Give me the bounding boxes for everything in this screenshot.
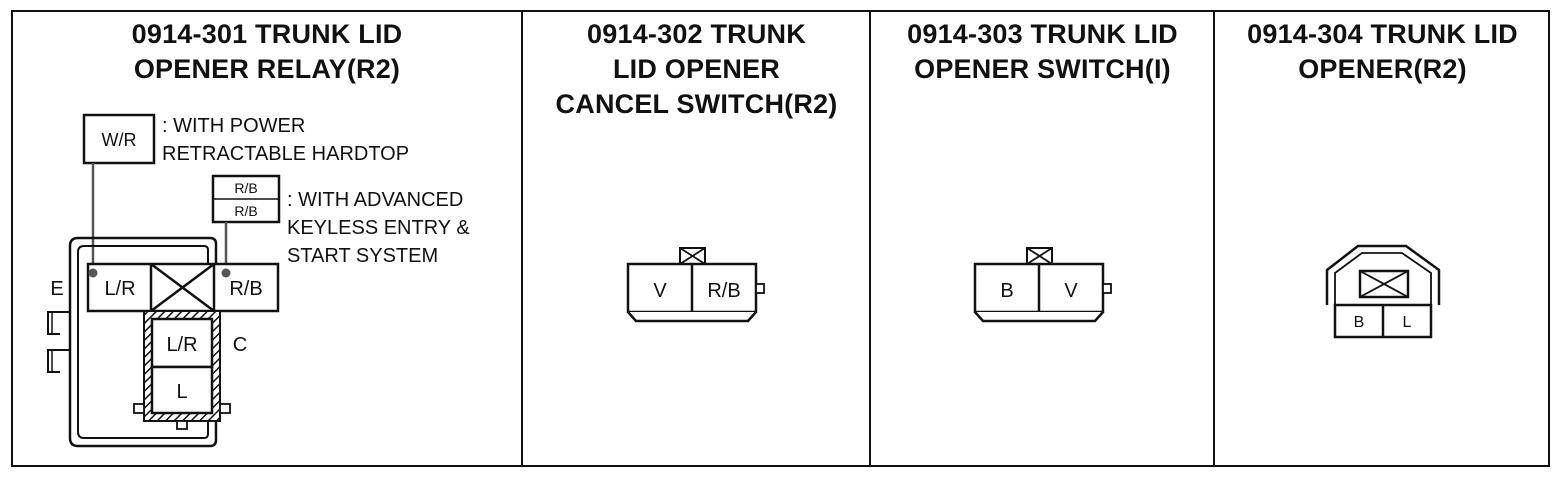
cancel-switch-pin-right: R/B [707, 280, 740, 302]
panel-2-title-line-3: CANCEL SWITCH(R2) [555, 89, 838, 119]
panel-4-title-line-1: 0914-304 TRUNK LID [1247, 19, 1518, 49]
legend-wr-dot [88, 268, 98, 278]
diagram-frame [11, 10, 1550, 467]
relay-body-outer [68, 236, 218, 448]
panel-4-title-line-2: OPENER(R2) [1298, 54, 1467, 84]
legend-wr-line-1: : WITH POWER [162, 115, 305, 137]
connector-e-pin-right: R/B [229, 278, 262, 300]
connector-e-blank-cross-b [150, 262, 215, 313]
panel-2-title: 0914-302 TRUNK LID OPENER CANCEL SWITCH(… [523, 17, 870, 122]
panel-3-title: 0914-303 TRUNK LID OPENER SWITCH(I) [871, 17, 1214, 87]
relay-latch-bottom [47, 349, 70, 373]
panel-4-title: 0914-304 TRUNK LID OPENER(R2) [1215, 17, 1550, 87]
panel-1-title: 0914-301 TRUNK LID OPENER RELAY(R2) [12, 17, 522, 87]
legend-wr-box [82, 113, 156, 165]
opener-pin-right: L [1403, 314, 1412, 331]
panel-divider-3 [1213, 10, 1215, 467]
cancel-switch-pin-left: V [653, 280, 667, 302]
connector-e-pin-left: L/R [104, 278, 135, 300]
panel-divider-2 [869, 10, 871, 467]
opener-switch-connector [973, 247, 1112, 323]
panel-2-title-line-1: 0914-302 TRUNK [587, 19, 806, 49]
connector-c-label: C [233, 334, 247, 356]
legend-wr-line-2: RETRACTABLE HARDTOP [162, 143, 409, 165]
panel-divider-1 [521, 10, 523, 467]
legend-rb-box-top: R/B [234, 180, 257, 196]
legend-rb-box-bottom: R/B [234, 203, 257, 219]
opener-switch-pin-left: B [1000, 280, 1013, 302]
opener-switch-pin-right: V [1064, 280, 1078, 302]
legend-rb-dot [221, 268, 231, 278]
relay-latch-top [47, 311, 70, 335]
panel-3-title-line-2: OPENER SWITCH(I) [914, 54, 1171, 84]
connector-c-pin-bottom [150, 365, 214, 415]
cancel-switch-connector [626, 247, 765, 323]
relay-diagram [47, 113, 281, 448]
panel-1-title-line-1: 0914-301 TRUNK LID [131, 19, 403, 49]
legend-wr-box-text: W/R [102, 130, 137, 150]
panel-1-title-line-2: OPENER RELAY(R2) [133, 54, 401, 84]
legend-rb-line-3: START SYSTEM [287, 245, 438, 267]
relay-body-inner [77, 245, 209, 439]
connector-e-label: E [50, 278, 63, 300]
connector-c-pin-top-text: L/R [166, 334, 197, 356]
panel-3-title-line-1: 0914-303 TRUNK LID [907, 19, 1178, 49]
legend-rb-line-2: KEYLESS ENTRY & [287, 217, 470, 239]
panel-2-title-line-2: LID OPENER [612, 54, 781, 84]
connector-c-pin-bottom-text: L [176, 381, 187, 403]
opener-connector [1325, 244, 1441, 339]
opener-pin-left: B [1354, 314, 1365, 331]
legend-rb-line-1: : WITH ADVANCED [287, 189, 463, 211]
